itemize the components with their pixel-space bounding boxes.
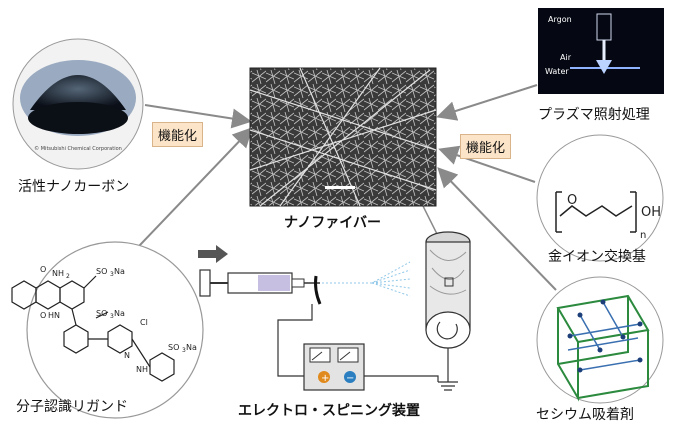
svg-text:Na: Na [186,343,197,352]
arrow-plasma-to-fiber [436,84,538,121]
plasma-photo: Argon Air Water [538,8,664,94]
svg-text:Na: Na [114,267,125,276]
arrow-ligand-to-fiber [117,127,253,269]
plasma-label: プラズマ照射処理 [538,107,650,123]
svg-text:SO: SO [96,309,107,318]
plasma-air-label: Air [560,53,572,62]
activated-carbon-label: 活性ナノカーボン [18,179,130,195]
svg-text:3: 3 [110,271,114,278]
electrospinning-apparatus: + − [198,231,471,391]
arrow-cesium-to-fiber [437,167,557,291]
nanofiber-label: ナノファイバー [284,215,382,231]
cesium-lattice-image [536,276,664,404]
svg-text:2: 2 [66,273,70,280]
svg-text:Na: Na [114,309,125,318]
arrow-carbon-to-fiber [144,104,252,129]
peg-n: n [640,230,646,241]
ligand-label: 分子認識リガンド [16,399,128,415]
svg-text:O: O [40,265,46,274]
svg-text:SO: SO [168,343,179,352]
peg-structure: O n OH [536,134,664,262]
arrow-peg-to-fiber [438,145,536,183]
carbon-photo-caption: © Mitsubishi Chemical Corporation [34,145,122,152]
functionalization-tag-right: 機能化 [460,134,512,159]
svg-text:3: 3 [110,313,114,320]
svg-text:HN: HN [48,311,60,320]
gold-ion-label: 金イオン交換基 [548,249,646,265]
nanofiber-sem-image [249,67,437,207]
peg-oh: OH [641,205,661,220]
svg-text:O: O [40,311,46,320]
plasma-water-label: Water [545,67,569,76]
cesium-label: セシウム吸着剤 [536,407,634,423]
activated-carbon-photo: © Mitsubishi Chemical Corporation [12,38,144,170]
peg-o: O [567,193,577,208]
minus-terminal: − [346,373,354,384]
ligand-nh2: NH [52,269,64,278]
plasma-argon-label: Argon [548,15,572,24]
ligand-labels: NH 2 SO 3 Na SO 3 Na SO 3 Na Cl N HN NH … [40,265,197,374]
svg-text:3: 3 [182,347,186,354]
ligand-structure [11,241,204,419]
plus-terminal: + [321,373,329,384]
svg-text:NH: NH [136,365,148,374]
svg-text:N: N [124,351,130,360]
svg-text:SO: SO [96,267,107,276]
functionalization-tag-left: 機能化 [152,122,204,147]
electrospinning-label: エレクトロ・スピニング装置 [238,403,420,419]
svg-text:Cl: Cl [140,318,148,327]
